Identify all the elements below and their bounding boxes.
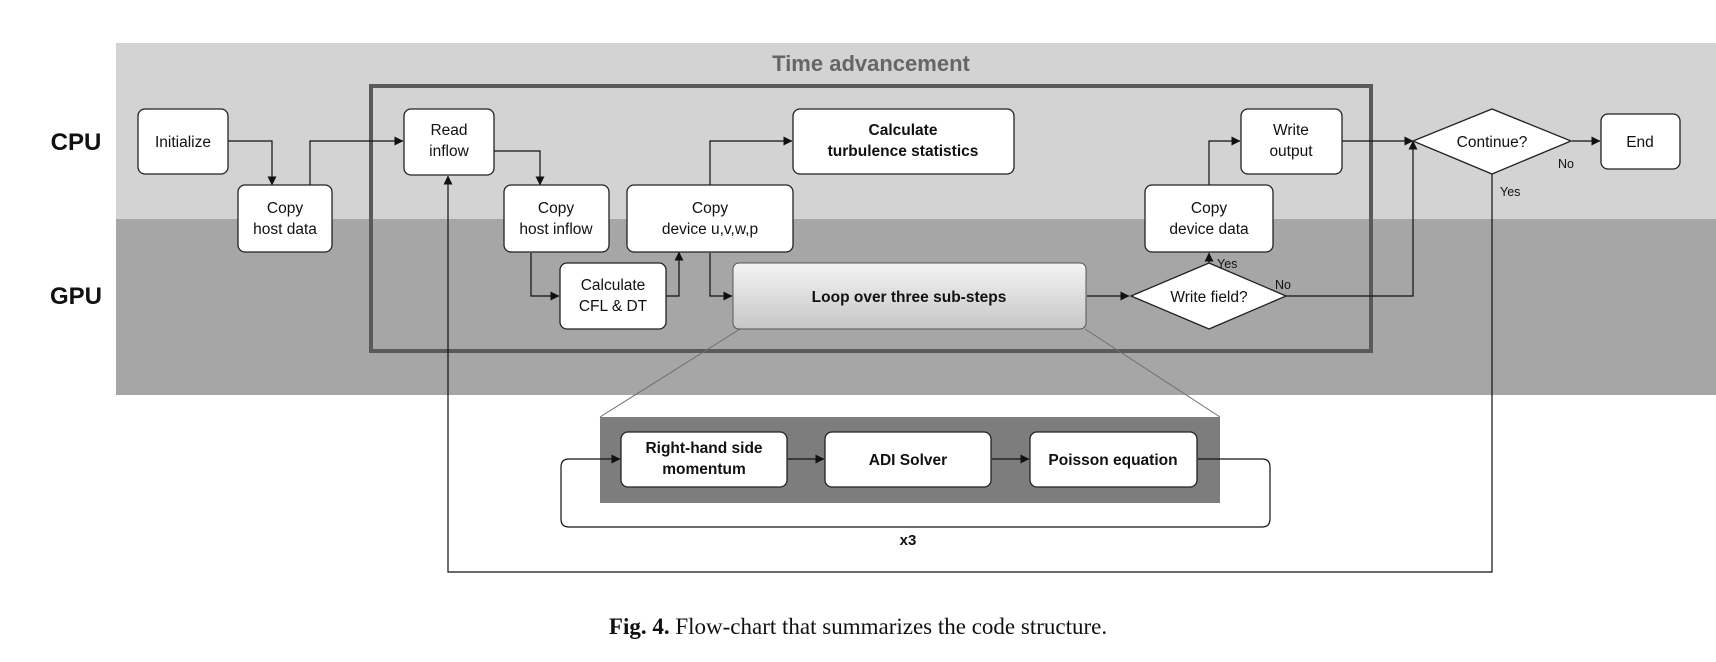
copy-device-data-label-2: device data: [1169, 221, 1249, 238]
copy-device-data-node: Copy device data: [1144, 184, 1274, 253]
write-output-label-2: output: [1269, 143, 1313, 160]
loop-substeps-label: Loop over three sub-steps: [812, 289, 1007, 306]
copy-host-data-node: Copy host data: [237, 184, 333, 253]
initialize-node: Initialize: [137, 108, 229, 175]
end-node: End: [1600, 113, 1681, 170]
copy-device-data-label-1: Copy: [1191, 200, 1227, 217]
calculate-cfl-dt-label-1: Calculate: [581, 277, 646, 294]
rhs-momentum-label-2: momentum: [662, 461, 746, 478]
figure-caption-text: Flow-chart that summarizes the code stru…: [669, 614, 1108, 639]
edge-write-field-no-to-continue: [1285, 140, 1418, 297]
poisson-equation-node: Poisson equation: [1029, 431, 1198, 488]
continue-label: Continue?: [1457, 134, 1528, 151]
read-inflow-node: Read inflow: [403, 108, 495, 176]
turbulence-statistics-label-2: turbulence statistics: [828, 143, 979, 160]
figure-caption-label: Fig. 4.: [608, 614, 670, 639]
edge-calculate-cfl-to-copy-device: [666, 251, 684, 297]
copy-host-data-label-2: host data: [253, 221, 317, 238]
edge-copy-device-to-loop: [709, 253, 733, 301]
edge-continue-yes-back-to-read-inflow: [443, 174, 1493, 573]
write-field-yes-label: Yes: [1217, 257, 1237, 271]
continue-yes-label: Yes: [1500, 185, 1520, 199]
edge-copy-host-inflow-to-calculate-cfl: [530, 253, 560, 301]
initialize-label: Initialize: [155, 134, 211, 151]
poisson-equation-label: Poisson equation: [1048, 452, 1177, 469]
write-output-label-1: Write: [1273, 122, 1309, 139]
edge-substep-repeat-loop: [560, 454, 1271, 528]
write-output-node: Write output: [1240, 108, 1343, 175]
write-field-decision: Write field?: [1129, 262, 1288, 330]
continue-no-label: No: [1558, 157, 1574, 171]
copy-device-uvwp-label-2: device u,v,w,p: [662, 221, 758, 238]
calculate-cfl-dt-label-2: CFL & DT: [579, 298, 648, 315]
loop-substeps-node: Loop over three sub-steps: [732, 262, 1087, 330]
continue-decision: Continue?: [1411, 108, 1573, 175]
time-advancement-frame: [369, 84, 1373, 353]
read-inflow-label-1: Read: [430, 122, 467, 139]
copy-host-data-label-1: Copy: [267, 200, 303, 217]
write-field-no-label: No: [1275, 278, 1291, 292]
write-field-label: Write field?: [1170, 289, 1248, 306]
zoom-line-left: [599, 328, 741, 418]
copy-device-uvwp-node: Copy device u,v,w,p: [626, 184, 794, 253]
figure-caption: Fig. 4. Flow-chart that summarizes the c…: [0, 614, 1716, 640]
copy-host-inflow-node: Copy host inflow: [503, 184, 610, 253]
edge-copy-device-data-to-write-output: [1208, 136, 1241, 185]
calculate-cfl-dt-node: Calculate CFL & DT: [559, 262, 667, 330]
rhs-momentum-node: Right-hand side momentum: [620, 431, 788, 488]
time-advancement-title: Time advancement: [772, 51, 970, 76]
edge-read-inflow-to-copy-host-inflow: [494, 150, 545, 186]
edge-copy-device-to-turbulence-stats: [709, 136, 793, 185]
edge-initialize-to-copy-host-data: [228, 140, 277, 186]
rhs-momentum-label-1: Right-hand side: [645, 440, 762, 457]
adi-solver-label: ADI Solver: [869, 452, 947, 469]
adi-solver-node: ADI Solver: [824, 431, 992, 488]
cpu-lane-label: CPU: [51, 129, 102, 156]
read-inflow-label-2: inflow: [429, 143, 469, 160]
copy-host-inflow-label-2: host inflow: [519, 221, 593, 238]
copy-host-inflow-label-1: Copy: [538, 200, 574, 217]
copy-device-uvwp-label-1: Copy: [692, 200, 728, 217]
zoom-line-right: [1084, 328, 1221, 418]
loop-repeat-label: x3: [900, 532, 917, 549]
edge-copy-host-data-to-read-inflow: [309, 136, 404, 185]
end-label: End: [1626, 134, 1654, 151]
gpu-lane-label: GPU: [50, 283, 102, 310]
turbulence-statistics-label-1: Calculate: [869, 122, 938, 139]
turbulence-statistics-node: Calculate turbulence statistics: [792, 108, 1015, 175]
